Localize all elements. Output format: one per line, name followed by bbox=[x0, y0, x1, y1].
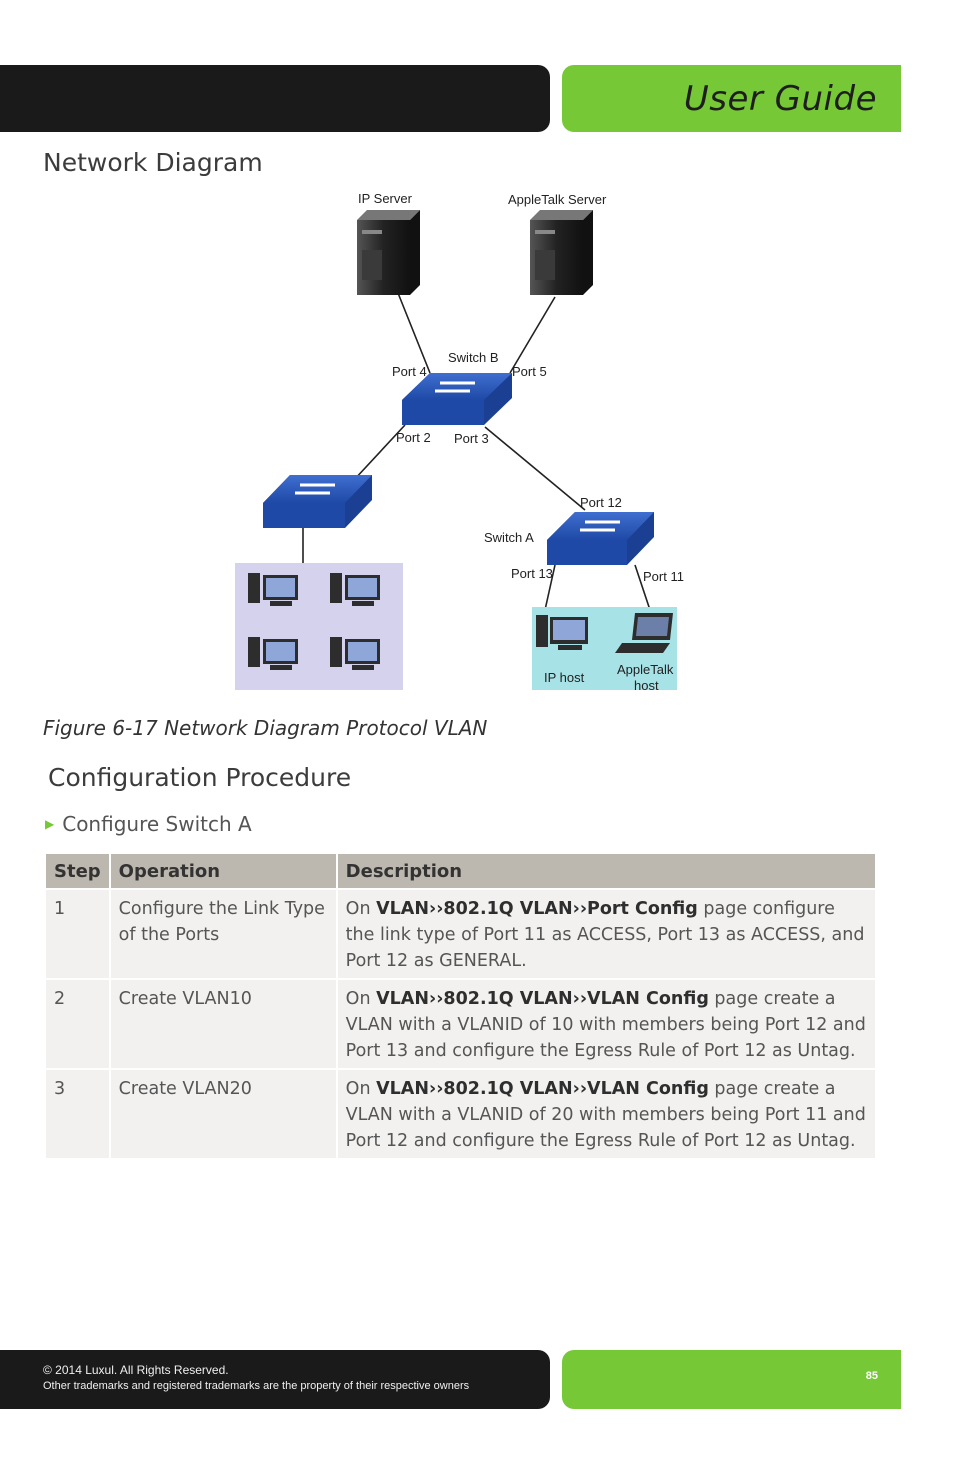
bullet-item: ▶ Configure Switch A bbox=[45, 812, 252, 836]
label-port4: Port 4 bbox=[392, 364, 427, 379]
ip-host-icon bbox=[536, 615, 588, 650]
header-bar bbox=[0, 65, 550, 132]
footer-copyright: © 2014 Luxul. All Rights Reserved. bbox=[43, 1363, 229, 1377]
label-switch-b: Switch B bbox=[448, 350, 499, 365]
bullet-triangle-icon: ▶ bbox=[45, 817, 55, 831]
label-switch-a: Switch A bbox=[484, 530, 534, 545]
bullet-text: Configure Switch A bbox=[62, 812, 252, 836]
label-port3: Port 3 bbox=[454, 431, 489, 446]
description-text: page configure the link type of Port 11 … bbox=[345, 899, 865, 971]
ip-server-icon bbox=[357, 210, 420, 295]
label-port5: Port 5 bbox=[512, 364, 547, 379]
label-appletalk-host-2: host bbox=[634, 678, 659, 693]
footer-trademarks: Other trademarks and registered trademar… bbox=[43, 1380, 470, 1392]
appletalk-server-icon bbox=[530, 210, 593, 295]
description-text: page create a VLAN with a VLANID of 10 w… bbox=[345, 989, 866, 1061]
switch-left-icon bbox=[263, 475, 372, 528]
header-step: Step bbox=[46, 854, 109, 888]
label-ip-server: IP Server bbox=[358, 191, 413, 206]
header-description: Description bbox=[337, 854, 875, 888]
steps-table: Step Operation Description 1 Configure t… bbox=[44, 852, 877, 1160]
section-heading-configuration: Configuration Procedure bbox=[48, 763, 352, 792]
section-heading-network-diagram: Network Diagram bbox=[43, 148, 263, 177]
description-prefix: On bbox=[345, 989, 377, 1009]
table-row: 2 Create VLAN10 On VLAN››802.1Q VLAN››VL… bbox=[46, 980, 875, 1068]
operation-cell: Create VLAN10 bbox=[110, 980, 336, 1068]
label-port2: Port 2 bbox=[396, 430, 431, 445]
document-title: User Guide bbox=[683, 79, 877, 119]
description-prefix: On bbox=[345, 899, 377, 919]
header-title-panel: User Guide bbox=[562, 65, 901, 132]
operation-cell: Create VLAN20 bbox=[110, 1070, 336, 1158]
pc-group bbox=[235, 563, 403, 690]
footer-page-panel: 85 bbox=[562, 1350, 901, 1409]
label-appletalk-host-1: AppleTalk bbox=[617, 662, 674, 677]
label-port12: Port 12 bbox=[580, 495, 622, 510]
menu-path: VLAN››802.1Q VLAN››VLAN Config bbox=[376, 1079, 709, 1099]
step-cell: 1 bbox=[46, 890, 109, 978]
label-port11: Port 11 bbox=[643, 569, 684, 584]
table-row: 1 Configure the Link Type of the Ports O… bbox=[46, 890, 875, 978]
switch-b-icon bbox=[402, 373, 512, 425]
table-header-row: Step Operation Description bbox=[46, 854, 875, 888]
description-cell: On VLAN››802.1Q VLAN››Port Config page c… bbox=[337, 890, 875, 978]
host-group bbox=[532, 607, 677, 690]
footer-bar: © 2014 Luxul. All Rights Reserved. Other… bbox=[0, 1350, 550, 1409]
menu-path: VLAN››802.1Q VLAN››Port Config bbox=[376, 899, 698, 919]
network-diagram: IP Server AppleTalk Server Switch B Port… bbox=[235, 191, 684, 693]
table-row: 3 Create VLAN20 On VLAN››802.1Q VLAN››VL… bbox=[46, 1070, 875, 1158]
description-text: page create a VLAN with a VLANID of 20 w… bbox=[345, 1079, 866, 1151]
switch-a-icon bbox=[547, 512, 654, 565]
step-cell: 2 bbox=[46, 980, 109, 1068]
label-port13: Port 13 bbox=[511, 566, 553, 581]
label-appletalk-server: AppleTalk Server bbox=[508, 192, 607, 207]
operation-cell: Configure the Link Type of the Ports bbox=[110, 890, 336, 978]
description-cell: On VLAN››802.1Q VLAN››VLAN Config page c… bbox=[337, 980, 875, 1068]
menu-path: VLAN››802.1Q VLAN››VLAN Config bbox=[376, 989, 709, 1009]
description-cell: On VLAN››802.1Q VLAN››VLAN Config page c… bbox=[337, 1070, 875, 1158]
label-ip-host: IP host bbox=[544, 670, 585, 685]
step-cell: 3 bbox=[46, 1070, 109, 1158]
page-number: 85 bbox=[865, 1370, 878, 1382]
laptop-icon bbox=[615, 613, 673, 653]
header-operation: Operation bbox=[110, 854, 336, 888]
figure-caption: Figure 6-17 Network Diagram Protocol VLA… bbox=[43, 716, 488, 740]
description-prefix: On bbox=[345, 1079, 377, 1099]
network-links bbox=[302, 292, 651, 611]
